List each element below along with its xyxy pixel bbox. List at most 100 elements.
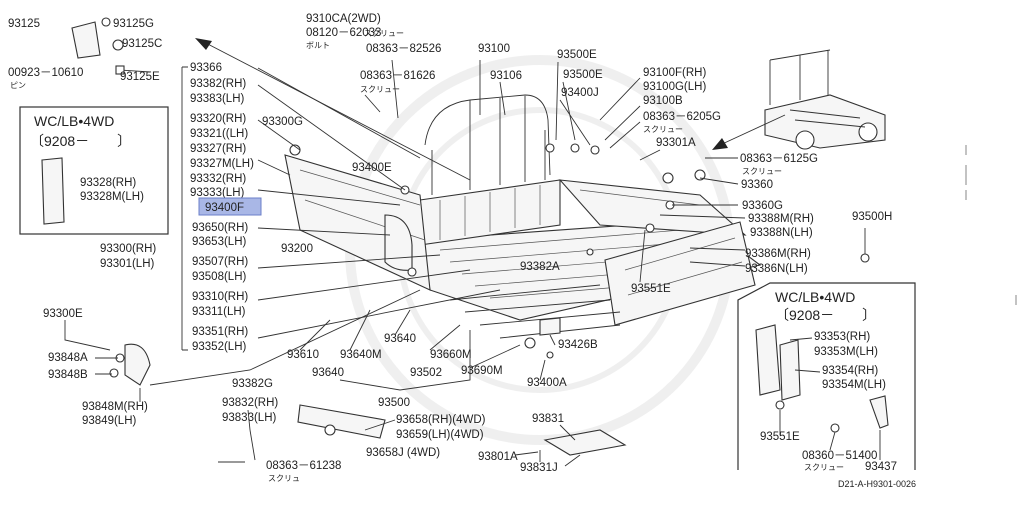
inset-title: WC/LB•4WD bbox=[34, 113, 114, 129]
part-label: 93320(RH) bbox=[190, 113, 246, 125]
part-label: 93650(RH) bbox=[192, 222, 248, 234]
part-label: 93352(LH) bbox=[192, 341, 247, 353]
inset-title: WC/LB•4WD bbox=[775, 289, 855, 305]
highlighted-part-label[interactable]: 93400F bbox=[198, 197, 262, 216]
part-label: 93327M(LH) bbox=[190, 158, 254, 170]
part-label: 93833(LH) bbox=[222, 412, 277, 424]
part-label: 08363－6205G bbox=[643, 111, 721, 123]
note-text: スクリュ bbox=[268, 474, 300, 483]
part-label: 93640 bbox=[384, 333, 416, 345]
note-text: スクリュー bbox=[804, 463, 844, 472]
top-right-labels: 93100F(RH) 93100G(LH) 93100B 08363－6205G… bbox=[599, 67, 818, 212]
left-column-labels: 93366 93382(RH) 93383(LH) 93320(RH) 9332… bbox=[190, 62, 254, 353]
part-label: 93610 bbox=[287, 349, 319, 361]
part-label: 93125C bbox=[122, 38, 162, 50]
part-label: 9310CA(2WD) bbox=[306, 13, 381, 25]
part-label: 93366 bbox=[190, 62, 222, 74]
part-label: 93353M(LH) bbox=[814, 346, 878, 358]
part-label: 93328(RH) bbox=[80, 177, 136, 189]
inset-date: 〔9208－ 〕 bbox=[775, 307, 876, 323]
part-label: 93100F(RH) bbox=[643, 67, 706, 79]
leader-lines-left bbox=[257, 67, 501, 339]
diagram-id: D21-A-H9301-0026 bbox=[838, 479, 916, 489]
part-label: 93831J bbox=[520, 462, 558, 474]
leader-arrow-line bbox=[199, 39, 471, 181]
part-label: 93400F bbox=[205, 202, 244, 214]
middle-labels: 93300G 93400E 93200 93382A 93300(RH) 933… bbox=[100, 116, 560, 273]
part-label: 93383(LH) bbox=[190, 93, 245, 105]
part-label: 93353(RH) bbox=[814, 331, 870, 343]
part-label: 08360－51400 bbox=[802, 450, 877, 462]
left-column-bracket bbox=[181, 66, 188, 351]
part-label: 93658J (4WD) bbox=[366, 447, 440, 459]
part-label: 93386N(LH) bbox=[745, 263, 808, 275]
part-label: 93360G bbox=[742, 200, 783, 212]
part-label: 93849(LH) bbox=[82, 415, 137, 427]
part-label: 93106 bbox=[490, 70, 522, 82]
part-label: 93653(LH) bbox=[192, 236, 247, 248]
part-label: 93382(RH) bbox=[190, 78, 246, 90]
part-label: 93640 bbox=[312, 367, 344, 379]
part-label: 93125E bbox=[120, 71, 160, 83]
part-label: 93100 bbox=[478, 43, 510, 55]
part-label: 00923－10610 bbox=[8, 67, 83, 79]
note-text: スクリュー bbox=[364, 29, 404, 38]
right-side-labels: 93388M(RH) 93388N(LH) 93500H 93386M(RH) … bbox=[631, 145, 1017, 305]
part-label: 93426B bbox=[558, 339, 598, 351]
part-label: 93658(RH)(4WD) bbox=[396, 414, 486, 426]
part-label: 93500H bbox=[852, 211, 892, 223]
part-label: 93388M(RH) bbox=[748, 213, 814, 225]
part-label: 93332(RH) bbox=[190, 173, 246, 185]
part-label: 93500E bbox=[563, 69, 603, 81]
part-label: 93508(LH) bbox=[192, 271, 247, 283]
inset-date: 〔9208－ 〕 bbox=[30, 133, 131, 149]
part-label: 93321((LH) bbox=[190, 128, 248, 140]
part-label: 93832(RH) bbox=[222, 397, 278, 409]
part-label: 93848B bbox=[48, 369, 88, 381]
part-label: 93301(LH) bbox=[100, 258, 155, 270]
part-label: 93300G bbox=[262, 116, 303, 128]
part-label: 08363－61238 bbox=[266, 460, 341, 472]
part-label: 93333(LH) bbox=[190, 187, 245, 199]
part-label: 93386M(RH) bbox=[745, 248, 811, 260]
top-center-labels: 9310CA(2WD) 08120－62033 ボルト スクリュー 08363－… bbox=[306, 13, 603, 146]
part-label: 93690M bbox=[461, 365, 503, 377]
part-label: 93660M bbox=[430, 349, 472, 361]
note-text: スクリュー bbox=[643, 125, 683, 134]
inset-box-right: WC/LB•4WD 〔9208－ 〕 93353(RH) 93353M(LH) … bbox=[737, 282, 916, 473]
note-text: スクリュー bbox=[742, 167, 782, 176]
part-label: 93382A bbox=[520, 261, 560, 273]
note-text: ピン bbox=[10, 81, 26, 90]
part-label: 93801A bbox=[478, 451, 518, 463]
bottom-labels: 93300E 93848A 93848B 93848M(RH) 93849(LH… bbox=[43, 289, 598, 483]
part-label: 93327(RH) bbox=[190, 143, 246, 155]
part-label: 08363－82526 bbox=[366, 43, 441, 55]
part-label: 93382G bbox=[232, 378, 273, 390]
note-text: スクリュー bbox=[360, 85, 400, 94]
part-label: 93328M(LH) bbox=[80, 191, 144, 203]
part-label: 93437 bbox=[865, 461, 897, 473]
part-label: 93200 bbox=[281, 243, 313, 255]
part-label: 93400A bbox=[527, 377, 567, 389]
inset-box-left: WC/LB•4WD 〔9208－ 〕 93328(RH) 93328M(LH) bbox=[19, 106, 169, 235]
part-label: 93551E bbox=[760, 431, 800, 443]
part-label: 08363－6125G bbox=[740, 153, 818, 165]
part-label: 08120－62033 bbox=[306, 27, 381, 39]
leader-arrow-line bbox=[719, 114, 786, 146]
part-label: 93640M bbox=[340, 349, 382, 361]
part-label: 93848M(RH) bbox=[82, 401, 148, 413]
truck-bed-exploded-drawing bbox=[71, 17, 886, 463]
part-label: 93551E bbox=[631, 283, 671, 295]
part-label: 93311(LH) bbox=[192, 306, 246, 318]
part-label: 08363－81626 bbox=[360, 70, 435, 82]
arrow-head-icon bbox=[195, 38, 212, 50]
part-label: 93125 bbox=[8, 18, 40, 30]
part-label: 93301A bbox=[656, 137, 696, 149]
part-label: 93831 bbox=[532, 413, 564, 425]
part-label: 93500 bbox=[378, 397, 410, 409]
part-label: 93354M(LH) bbox=[822, 379, 886, 391]
top-left-labels: 93125 93125G 93125C 00923－10610 93125E ピ… bbox=[8, 18, 162, 90]
part-label: 93502 bbox=[410, 367, 442, 379]
note-text: ボルト bbox=[306, 41, 330, 50]
